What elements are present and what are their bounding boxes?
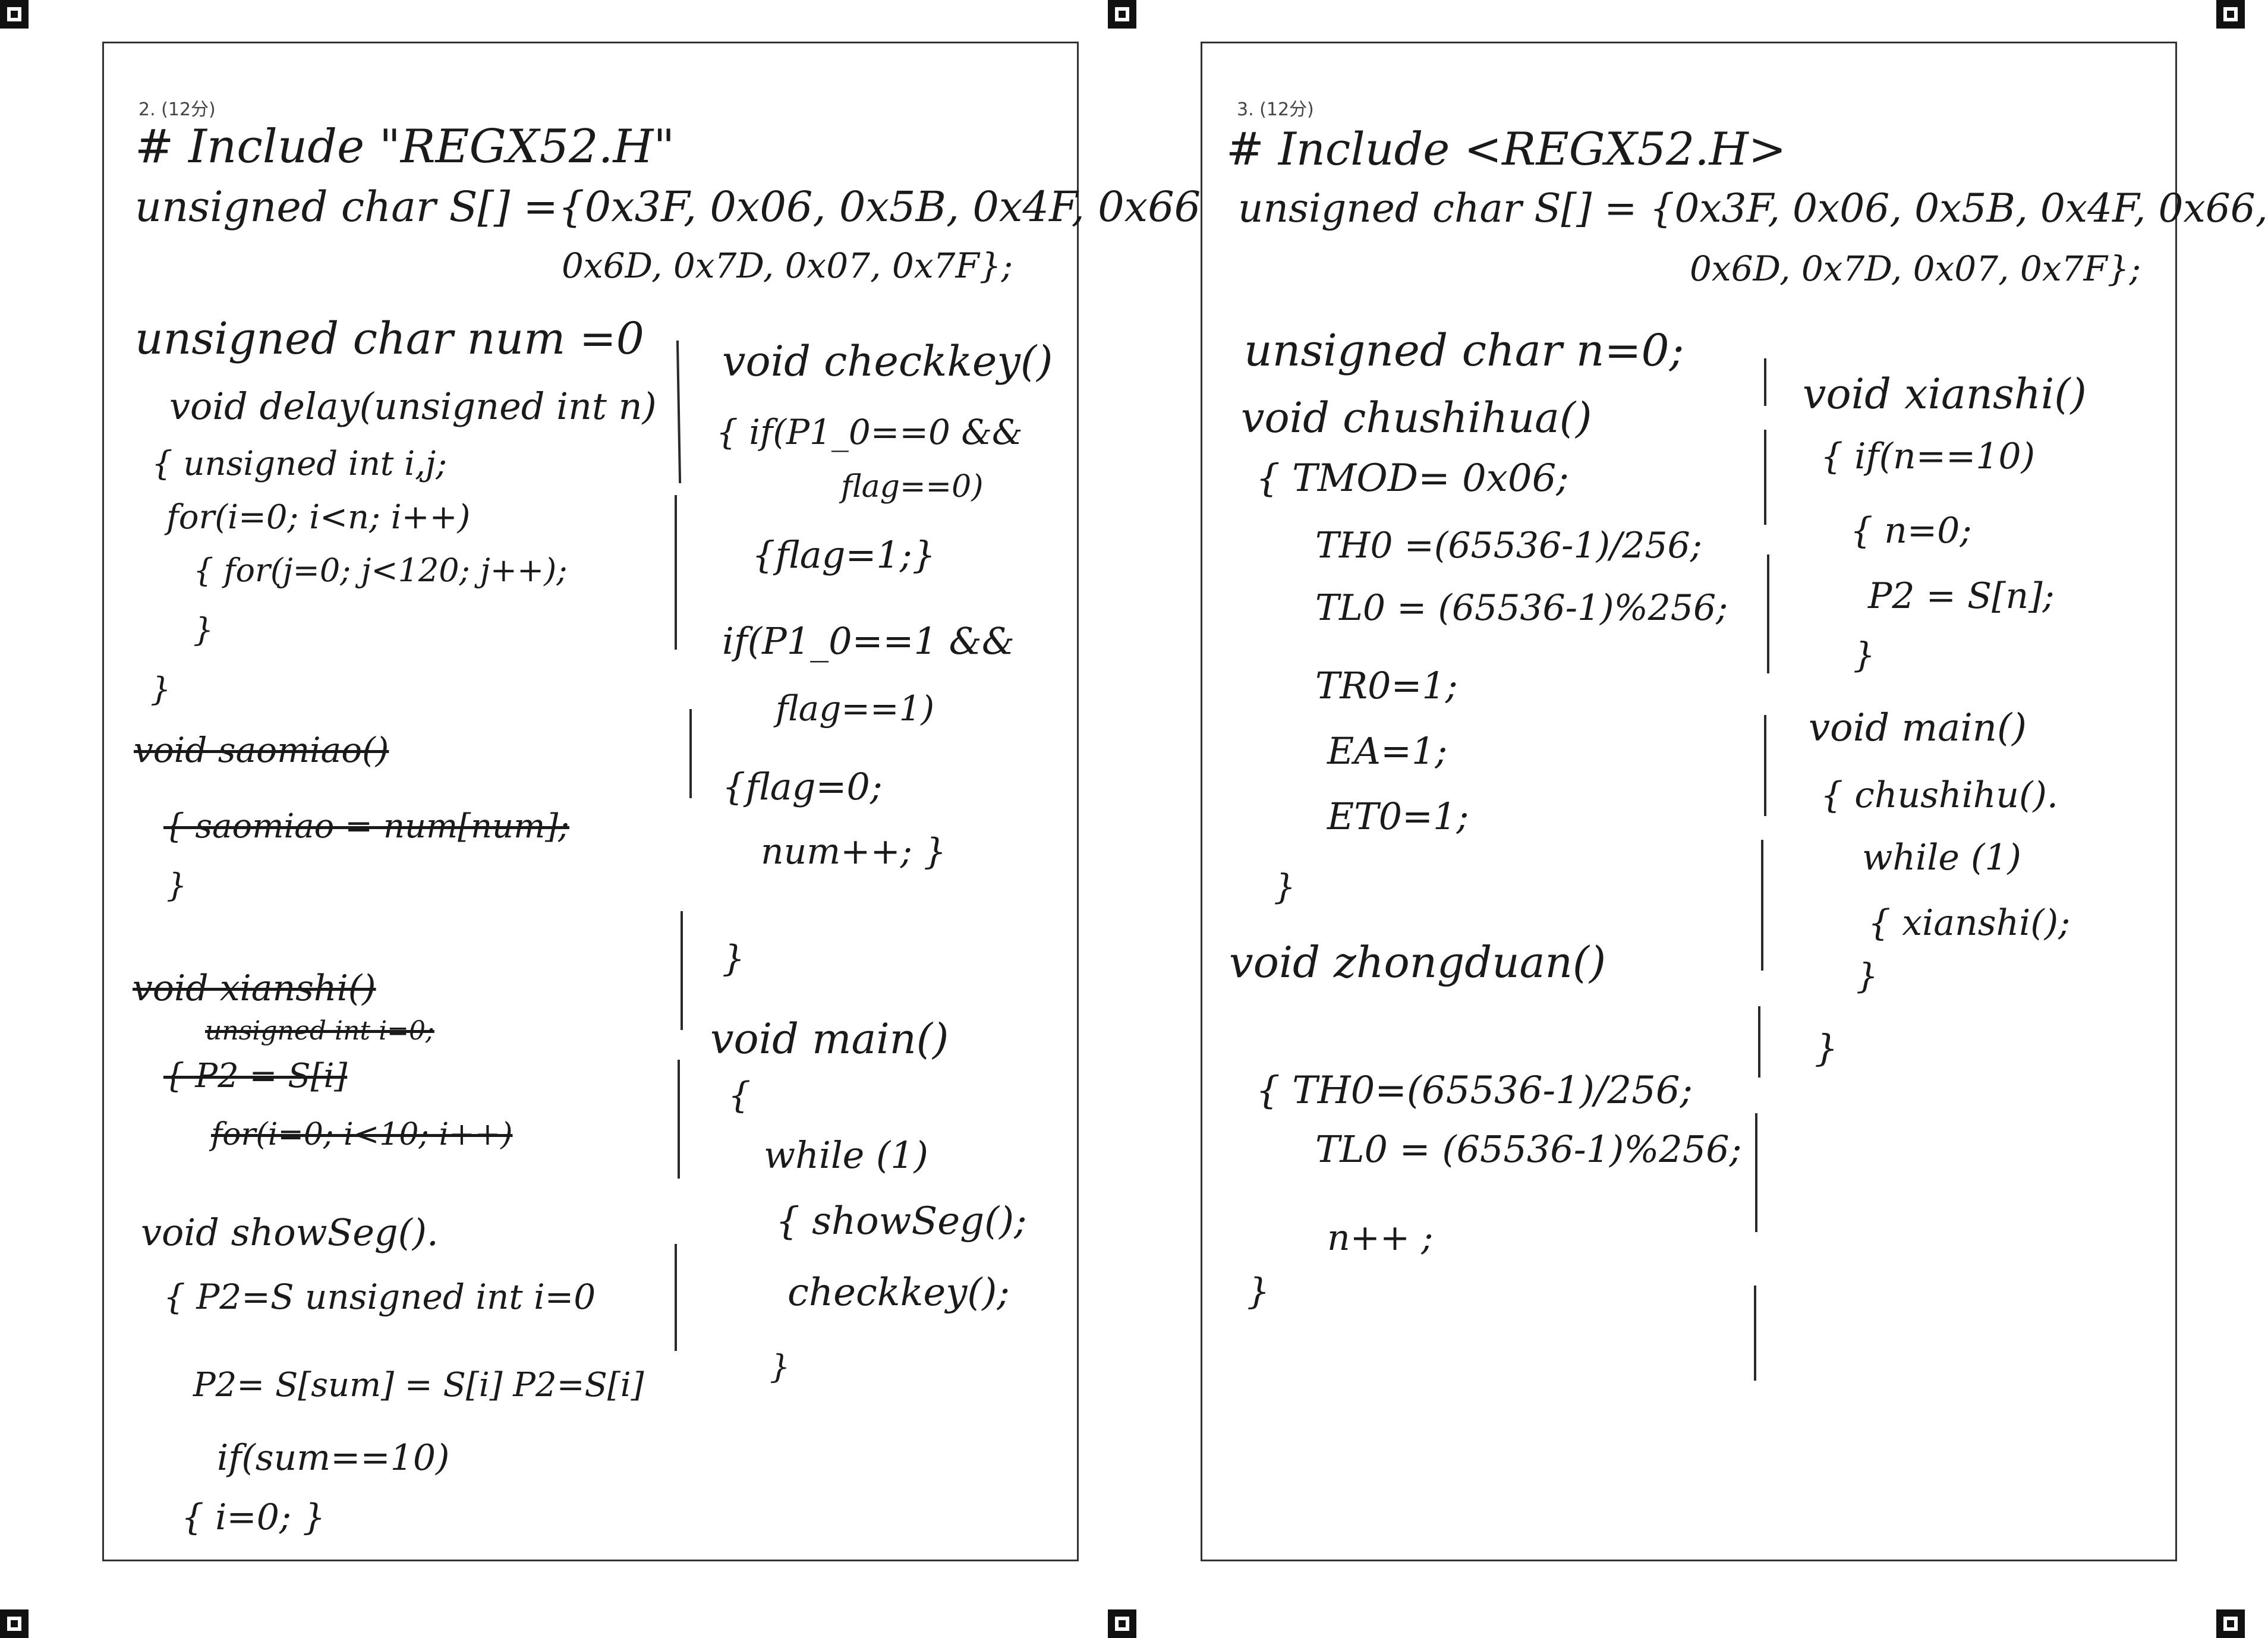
code-line: { unsigned int i,j; [152,445,448,483]
column-divider [1767,555,1769,673]
code-line: TL0 = (65536-1)%256; [1315,1127,1742,1171]
column-divider [675,1244,677,1351]
crossed-out-code: void saomiao() [134,730,389,770]
column-divider [689,709,692,798]
code-line: } [1853,635,1875,675]
answer-sheet-question-3: 3. (12分) # Include <REGX52.H> unsigned c… [1201,42,2268,1561]
code-line: 0x6D, 0x7D, 0x07, 0x7F}; [1690,248,2141,289]
code-line: { TH0=(65536-1)/256; [1256,1069,1693,1113]
fiducial-marker-bottom-center [1108,1609,1136,1638]
code-line: { if(n==10) [1820,436,2035,477]
code-line: while (1) [1862,837,2021,878]
code-line: } [1247,1271,1270,1312]
answer-sheet-question-2: 2. (12分) # Include "REGX52.H" unsigned c… [102,42,1214,1561]
code-line: unsigned char n=0; [1244,325,1684,376]
code-line: void main() [710,1015,949,1063]
code-line: P2= S[sum] = S[i] P2=S[i] [193,1366,644,1404]
code-line: } [1815,1026,1838,1070]
code-line: checkkey(); [788,1271,1010,1315]
code-line: } [1856,956,1878,996]
code-line: void delay(unsigned int n) [169,385,657,428]
code-line: } [1274,867,1296,907]
code-line: { showSeg(); [776,1199,1027,1243]
code-line: } [770,1348,790,1385]
code-line: {flag=1;} [752,533,936,577]
code-line: if(P1_0==1 && [722,619,1015,663]
column-divider [1754,1286,1756,1381]
code-line: flag==1) [776,688,935,729]
question-label: 3. (12分) [1237,99,1314,120]
column-divider [1758,1006,1760,1078]
code-line: for(i=0; i<n; i++) [166,498,471,537]
code-line: TR0=1; [1315,664,1458,707]
code-line: { for(j=0; j<120; j++); [193,552,568,589]
code-line: ET0=1; [1327,795,1469,838]
code-line: void chushihua() [1241,393,1592,442]
code-line: num++; } [761,831,947,872]
crossed-out-code: for(i=0; i<10; i++) [211,1117,513,1152]
code-line: } [166,867,187,904]
code-line: void showSeg(). [141,1211,439,1254]
code-line: void zhongduan() [1229,937,1606,987]
code-line: 0x6D, 0x7D, 0x07, 0x7F}; [562,245,1013,286]
question-label: 2. (12分) [138,99,216,120]
code-line: } [150,670,171,708]
code-line: TH0 =(65536-1)/256; [1315,525,1702,566]
crossed-out-code: unsigned int i=0; [205,1016,434,1046]
code-line: { TMOD= 0x06; [1256,456,1569,500]
code-line: } [722,938,745,979]
code-line: { if(P1_0==0 && [716,412,1023,452]
column-divider [675,495,677,650]
crossed-out-code: void xianshi() [133,968,376,1009]
column-divider [1764,430,1766,525]
code-line: } [193,611,214,648]
code-line: { xianshi(); [1868,902,2071,944]
code-line: flag==0) [841,469,984,505]
code-line: {flag=0; [722,765,883,808]
fiducial-marker-top-right [2216,0,2245,29]
code-line: void main() [1809,706,2027,750]
code-line: unsigned char S[] ={0x3F, 0x06, 0x5B, 0x… [135,182,1214,231]
code-line: unsigned char S[] = {0x3F, 0x06, 0x5B, 0… [1238,185,2268,231]
column-divider [678,1060,680,1179]
code-line: P2 = S[n]; [1868,575,2055,617]
code-line: TL0 = (65536-1)%256; [1315,587,1728,629]
code-line: void checkkey() [722,337,1053,386]
crossed-out-code: { saomiao = num[num]; [163,807,569,846]
fiducial-marker-bottom-right [2216,1609,2245,1638]
code-line: { i=0; } [181,1497,326,1538]
column-divider [681,911,683,1030]
column-divider [676,340,682,484]
fiducial-marker-top-center [1108,0,1136,29]
column-divider [1764,715,1766,816]
code-line: # Include "REGX52.H" [135,120,675,174]
column-divider [1764,358,1766,406]
code-line: # Include <REGX52.H> [1226,122,1787,175]
fiducial-marker-top-left [0,0,29,29]
column-divider [1761,840,1763,971]
crossed-out-code: { P2 = S[i] [163,1057,348,1095]
code-line: { chushihu(). [1820,774,2058,816]
code-line: { [728,1075,751,1116]
column-divider [1755,1113,1757,1232]
code-line: { n=0; [1850,510,1972,552]
code-line: unsigned char num =0 [135,313,644,364]
fiducial-marker-bottom-left [0,1609,29,1638]
code-line: while (1) [764,1133,928,1177]
code-line: if(sum==10) [217,1437,450,1479]
code-line: EA=1; [1327,729,1448,773]
code-line: n++ ; [1327,1217,1434,1259]
code-line: { P2=S unsigned int i=0 [163,1277,596,1317]
code-line: void xianshi() [1803,370,2087,418]
